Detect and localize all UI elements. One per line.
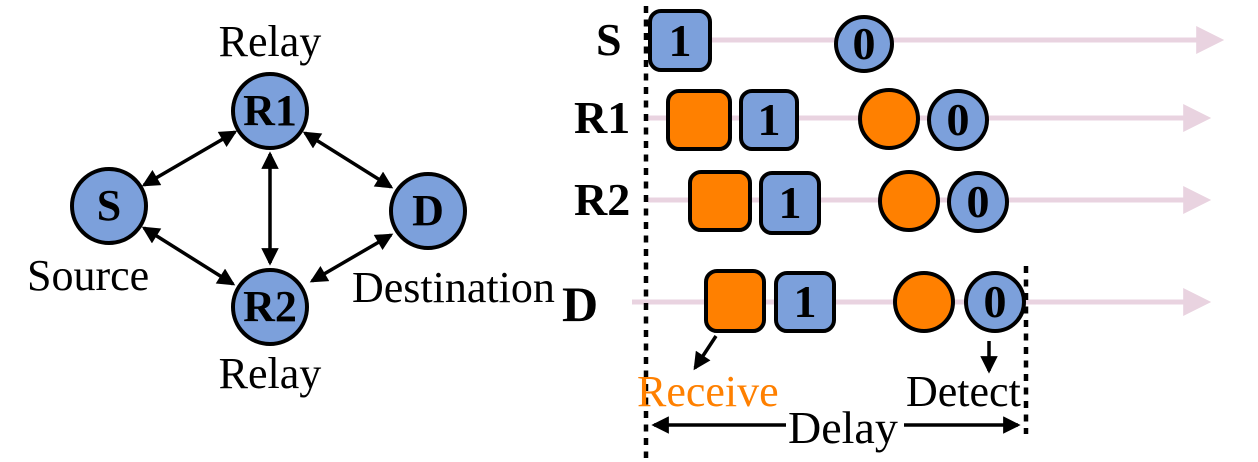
receive-label: Receive <box>637 367 779 416</box>
node-relay2: R2 <box>231 268 309 346</box>
symbol-r1-bit0-circle: 0 <box>927 89 989 151</box>
symbol-r2-receive-square <box>688 170 752 232</box>
row-label-r1: R1 <box>574 92 631 143</box>
annotation-arrows <box>651 335 1021 434</box>
link-s-r2 <box>141 226 236 286</box>
symbol-r2-bit0-circle: 0 <box>947 171 1009 233</box>
row-label-d: D <box>562 276 599 332</box>
link-r2-d <box>309 233 394 283</box>
node-relay1: R1 <box>231 72 309 150</box>
symbol-d-receive-square <box>704 269 766 333</box>
symbol-s-bit1-square: 1 <box>648 9 712 72</box>
node-destination: D <box>389 172 467 250</box>
source-caption: Source <box>27 251 150 300</box>
row-label-r2: R2 <box>574 174 631 225</box>
symbol-r1-receive-circle <box>858 88 920 150</box>
detect-label: Detect <box>906 367 1021 416</box>
symbol-r1-receive-square <box>666 89 732 151</box>
symbol-s-bit0-circle: 0 <box>834 15 894 73</box>
node-source: S <box>70 167 148 245</box>
topology-links <box>141 130 394 286</box>
symbol-r2-receive-circle <box>878 170 940 232</box>
symbol-d-bit0-circle: 0 <box>964 271 1026 333</box>
receive-pointer-arrow <box>693 335 718 371</box>
destination-caption: Destination <box>352 263 555 312</box>
symbol-r1-bit1-square: 1 <box>739 89 799 151</box>
symbol-d-receive-circle <box>893 271 955 333</box>
relay-bottom-caption: Relay <box>218 349 322 398</box>
relay-top-caption: Relay <box>218 17 322 66</box>
link-s-r1 <box>141 130 238 187</box>
delay-label: Delay <box>788 402 898 453</box>
row-label-s: S <box>596 14 622 65</box>
reference-lines <box>643 6 1029 458</box>
link-r1-d <box>302 131 394 189</box>
symbol-r2-bit1-square: 1 <box>759 171 821 235</box>
symbol-d-bit1-square: 1 <box>774 271 836 333</box>
